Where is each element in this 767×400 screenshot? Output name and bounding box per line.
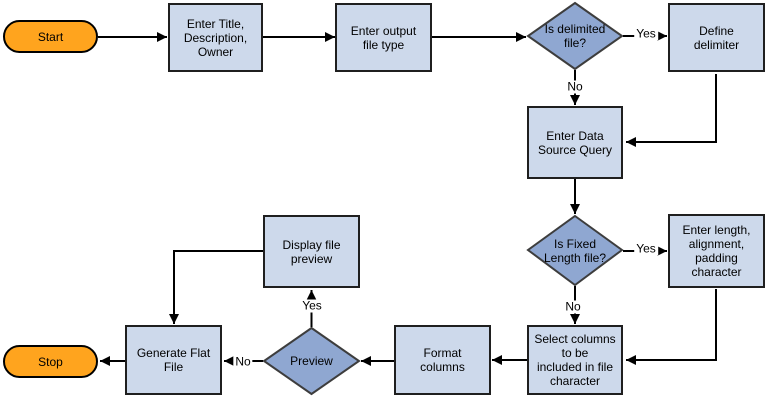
edge-label-preview-yes: Yes	[300, 298, 324, 313]
terminator-start-label: Start	[37, 29, 64, 44]
decision-is-delimited-file-label: Is delimited file?	[544, 22, 606, 50]
decision-preview: Preview	[264, 328, 359, 394]
step-enter-output-file-type: Enter output file type	[335, 3, 432, 72]
step-enter-title-description-owner-label: Enter Title, Description, Owner	[183, 16, 248, 59]
edge-define-delimiter-to-data-source-query	[626, 74, 717, 147]
step-enter-data-source-query-label: Enter Data Source Query	[537, 128, 613, 157]
decision-is-delimited-file: Is delimited file?	[528, 3, 622, 69]
step-define-delimiter: Define delimiter	[668, 3, 765, 72]
step-select-columns-label: Select columns to be included in file ch…	[534, 332, 616, 388]
step-format-columns: Format columns	[394, 325, 491, 395]
edge-label-delimited-yes: Yes	[634, 26, 658, 41]
edge-label-delimited-no: No	[565, 79, 585, 94]
edge-label-fixed-no: No	[563, 299, 583, 314]
edge-enter-length-to-select-columns	[626, 289, 717, 365]
step-enter-title-description-owner: Enter Title, Description, Owner	[168, 3, 263, 72]
terminator-stop-label: Stop	[38, 354, 63, 369]
step-display-file-preview-label: Display file preview	[282, 237, 341, 266]
decision-preview-label: Preview	[290, 354, 333, 368]
terminator-start: Start	[3, 20, 98, 53]
decision-is-fixed-length-file-label: Is Fixed Length file?	[543, 236, 607, 265]
step-enter-data-source-query: Enter Data Source Query	[527, 106, 623, 179]
step-define-delimiter-label: Define delimiter	[693, 23, 740, 52]
step-enter-length-alignment-padding-label: Enter length, alignment, padding charact…	[682, 223, 751, 279]
step-generate-flat-file-label: Generate Flat File	[136, 346, 211, 374]
decision-is-delimited-file-shape	[526, 1, 624, 71]
step-generate-flat-file: Generate Flat File	[125, 325, 222, 395]
edge-label-fixed-yes: Yes	[634, 241, 658, 256]
step-format-columns-label: Format columns	[420, 346, 465, 374]
decision-is-fixed-length-file: Is Fixed Length file?	[528, 216, 622, 285]
edge-label-preview-no: No	[233, 354, 253, 369]
decision-preview-shape	[262, 326, 361, 396]
step-display-file-preview: Display file preview	[263, 215, 360, 288]
step-enter-length-alignment-padding: Enter length, alignment, padding charact…	[668, 214, 765, 288]
step-enter-output-file-type-label: Enter output file type	[350, 23, 417, 52]
edge-display-preview-to-generate-flat	[169, 250, 263, 324]
terminator-stop: Stop	[3, 345, 98, 378]
decision-is-fixed-length-file-shape	[526, 214, 624, 287]
step-select-columns: Select columns to be included in file ch…	[527, 325, 623, 395]
